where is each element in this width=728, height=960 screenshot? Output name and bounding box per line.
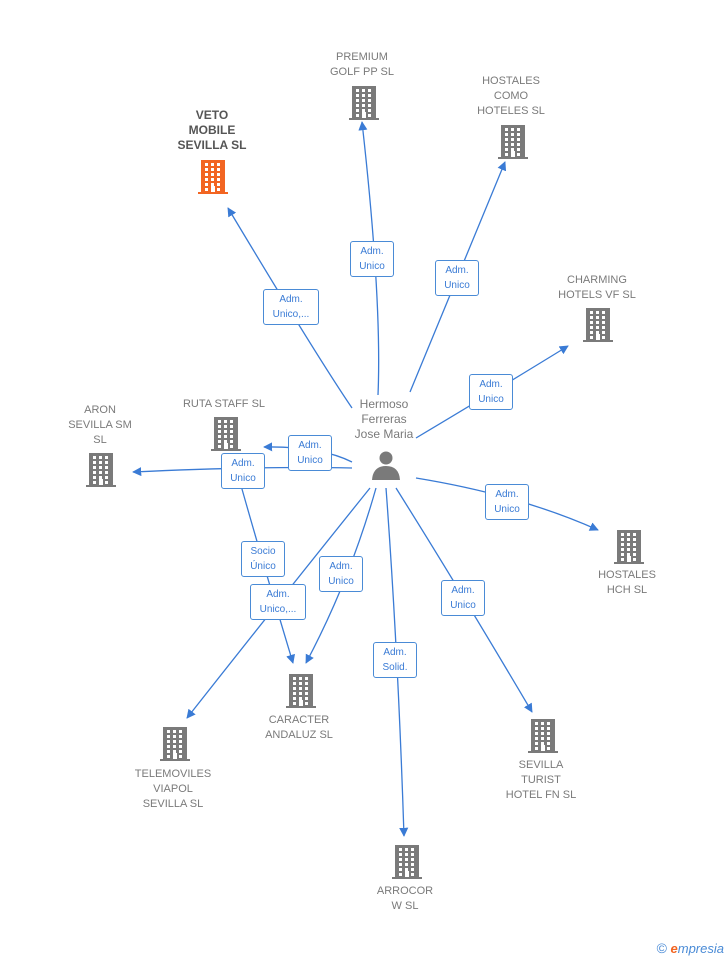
edge-label-caracter[interactable]: Socio Único	[241, 541, 285, 577]
edge-label-telemoviles[interactable]: Adm. Unico,...	[250, 584, 306, 620]
building-icon-telemoviles[interactable]	[160, 727, 190, 761]
footer-brand: © empresia	[657, 940, 724, 956]
edge-label-veto[interactable]: Adm. Unico,...	[263, 289, 319, 325]
company-name-charming[interactable]: CHARMING HOTELS VF SL	[558, 274, 636, 301]
edge-label-charming[interactable]: Adm. Unico	[469, 374, 513, 410]
company-name-ruta[interactable]: RUTA STAFF SL	[182, 398, 266, 410]
company-name-hch[interactable]: HOSTALES HCH SL	[598, 569, 656, 596]
edge-label-premium[interactable]: Adm. Unico	[350, 241, 394, 277]
copyright-symbol: ©	[656, 940, 667, 956]
building-icon-sevilla_turist[interactable]	[528, 719, 558, 753]
edge-label-caracter[interactable]: Adm. Unico	[319, 556, 363, 592]
brand-name: mpresia	[677, 941, 724, 956]
edge-label-arrocor[interactable]: Adm. Solid.	[373, 642, 417, 678]
company-name-premium[interactable]: PREMIUM GOLF PP SL	[330, 51, 394, 78]
edge-label-ruta[interactable]: Adm. Unico	[288, 435, 332, 471]
building-icon-hch[interactable]	[614, 530, 644, 564]
edge-label-aron[interactable]: Adm. Unico	[221, 453, 265, 489]
company-name-aron[interactable]: ARON SEVILLA SM SL	[68, 404, 132, 446]
person-icon[interactable]	[372, 451, 400, 481]
edge-veto	[227, 207, 353, 409]
company-name-sevilla_turist[interactable]: SEVILLA TURIST HOTEL FN SL	[505, 759, 577, 801]
edge-label-hch[interactable]: Adm. Unico	[485, 484, 529, 520]
building-icon-aron[interactable]	[86, 453, 116, 487]
building-icon-hostales_como[interactable]	[498, 125, 528, 159]
building-icon-caracter[interactable]	[286, 674, 316, 708]
brand-initial: e	[670, 941, 678, 956]
building-icon-arrocor[interactable]	[392, 845, 422, 879]
building-icon-premium[interactable]	[349, 86, 379, 120]
building-icon-ruta[interactable]	[211, 417, 241, 451]
company-name-veto[interactable]: VETO MOBILE SEVILLA SL	[177, 108, 247, 152]
company-name-telemoviles[interactable]: TELEMOVILES VIAPOL SEVILLA SL	[134, 768, 212, 810]
building-icon-charming[interactable]	[583, 308, 613, 342]
edge-label-hostales_como[interactable]: Adm. Unico	[435, 260, 479, 296]
edge-premium	[358, 121, 380, 396]
company-name-caracter[interactable]: CARACTER ANDALUZ SL	[265, 714, 333, 741]
company-name-arrocor[interactable]: ARROCOR W SL	[376, 885, 434, 912]
building-icon-veto[interactable]	[198, 160, 228, 194]
person-name[interactable]: Hermoso Ferreras Jose Maria	[354, 397, 414, 441]
company-name-hostales_como[interactable]: HOSTALES COMO HOTELES SL	[477, 75, 545, 117]
edge-label-sevilla_turist[interactable]: Adm. Unico	[441, 580, 485, 616]
